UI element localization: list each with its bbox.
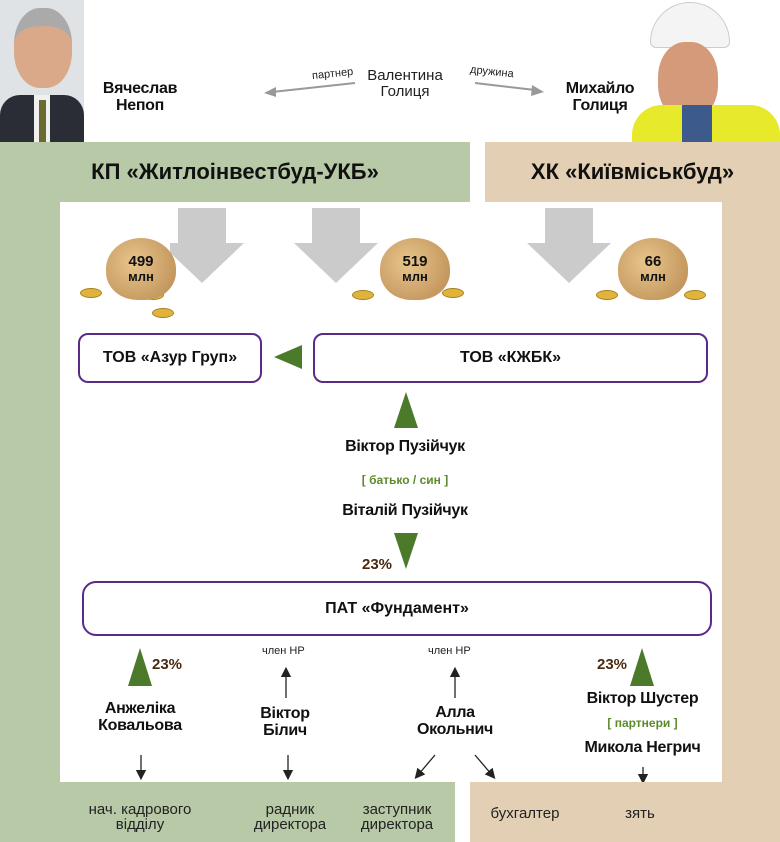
bag-amount: 66 — [644, 253, 662, 270]
role-hr-head: нач. кадрового відділу — [88, 801, 192, 833]
arrow-down-icon — [394, 533, 418, 569]
person-viktor-puziichuk: Віктор Пузійчук — [345, 438, 465, 455]
relation-arrows — [264, 82, 544, 97]
bag-amount: 499 — [128, 253, 154, 270]
person-valentyna-golytsia: Валентина Голиця — [367, 67, 443, 100]
company-kyivmiskbud: ХК «Київміськбуд» — [530, 159, 735, 184]
relation-partners: [ партнери ] — [607, 716, 678, 730]
role-son-in-law: зять — [625, 805, 655, 822]
person-mykhailo-golytsia: Михайло Голиця — [565, 80, 635, 114]
green-side-strip — [0, 202, 60, 782]
role-bilych-board: член НР — [262, 645, 305, 657]
bag-amount: 519 — [402, 253, 428, 270]
relation-father-son: [ батько / син ] — [361, 473, 449, 487]
person-mykola-negrych: Микола Негрич — [584, 739, 701, 756]
role-deputy-director: заступник директора — [360, 801, 434, 833]
company-band-zhytloinvestbud: КП «Житлоінвестбуд-УКБ» — [0, 142, 470, 202]
person-viktor-shuster: Віктор Шустер — [586, 690, 699, 707]
share-shuster: 23% — [597, 656, 628, 673]
photo-mykhailo-golytsia — [632, 0, 780, 142]
photo-viacheslav-nepop — [0, 0, 84, 142]
bottom-band-tan — [470, 782, 780, 842]
thin-arrows — [135, 666, 649, 785]
role-okolnych-board: член НР — [428, 645, 471, 657]
person-alla-okolnych: Алла Окольнич — [416, 704, 493, 738]
bag-unit: млн — [128, 269, 154, 284]
arrow-left-icon — [274, 345, 302, 369]
bag-unit: млн — [640, 269, 666, 284]
arrow-up-icon — [128, 648, 152, 686]
arrow-up-icon — [394, 392, 418, 428]
role-director-advisor: радник директора — [253, 801, 327, 833]
person-viacheslav-nepop: Вячеслав Непоп — [102, 80, 178, 114]
tan-side-strip — [722, 202, 780, 782]
role-accountant: бухгалтер — [490, 805, 560, 822]
entity-fundament: ПАТ «Фундамент» — [82, 581, 712, 636]
company-band-kyivmiskbud: ХК «Київміськбуд» — [485, 142, 780, 202]
money-flow-arrows — [170, 208, 611, 283]
arrow-up-icon — [630, 648, 654, 686]
person-viktor-bilych: Віктор Білич — [260, 705, 310, 739]
bag-unit: млн — [402, 269, 428, 284]
share-puziichuk: 23% — [362, 556, 393, 573]
share-kovalova: 23% — [152, 656, 183, 673]
bottom-band-green — [0, 782, 455, 842]
company-zhytloinvestbud: КП «Житлоінвестбуд-УКБ» — [91, 159, 379, 184]
person-anzhelika-kovalova: Анжеліка Ковальова — [98, 700, 182, 734]
entity-azur-group: ТОВ «Азур Груп» — [78, 333, 262, 383]
entity-kzhbk: ТОВ «КЖБК» — [313, 333, 708, 383]
person-vitalii-puziichuk: Віталій Пузійчук — [342, 502, 468, 519]
